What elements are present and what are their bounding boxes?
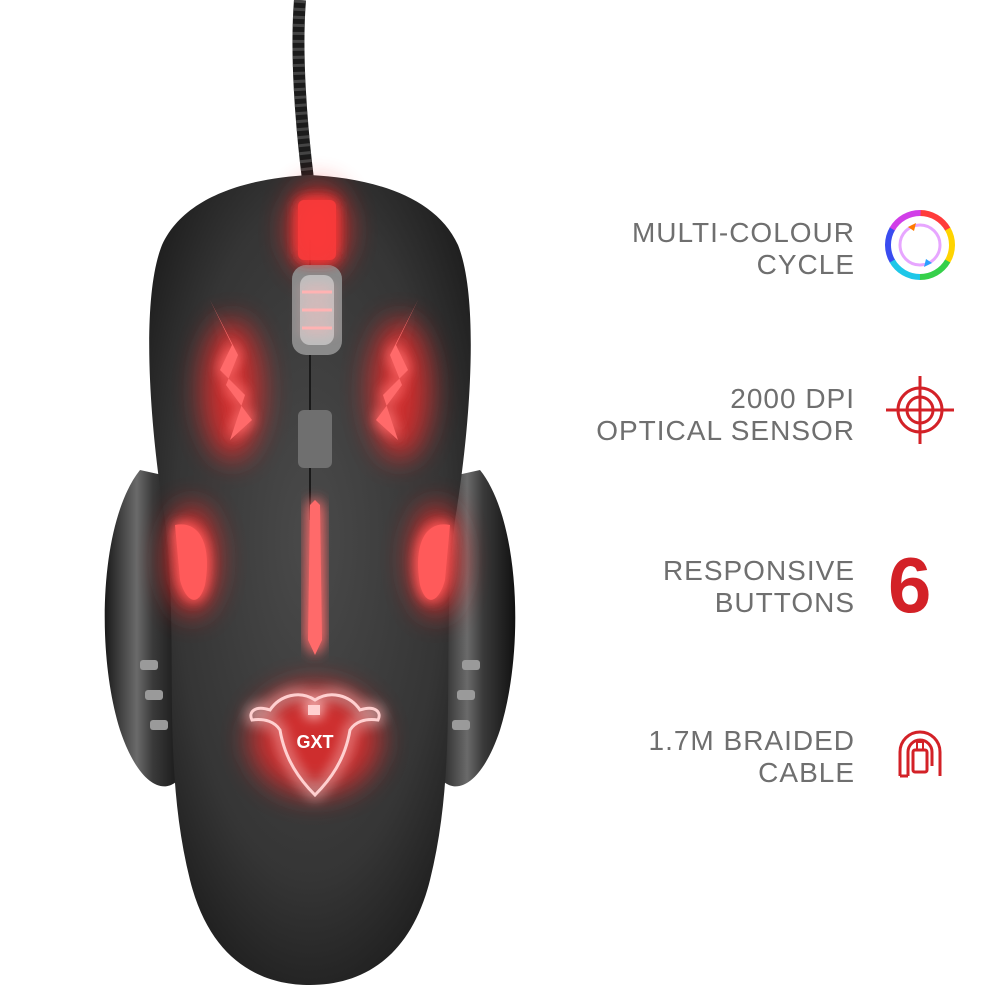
- dpi-button: [298, 410, 332, 468]
- button-count: 6: [888, 541, 932, 629]
- feature-dpi-sensor: 2000 DPI OPTICAL SENSOR: [596, 383, 855, 447]
- left-side-grip: [104, 470, 185, 787]
- usb-cable-icon: [898, 730, 942, 778]
- left-lightning-light: [210, 300, 252, 440]
- gxt-logo: [249, 693, 381, 798]
- feature-label-line: MULTI-COLOUR: [631, 217, 855, 248]
- feature-multi-colour-cycle: MULTI-COLOUR CYCLE: [632, 217, 855, 281]
- feature-label-line: RESPONSIVE: [662, 555, 855, 586]
- crosshair-icon: [886, 376, 954, 444]
- feature-label-line: CABLE: [758, 757, 855, 788]
- feature-label-line: 1.7M BRAIDED: [648, 725, 855, 756]
- rgb-cycle-icon: [885, 210, 955, 280]
- feature-label-line: CYCLE: [756, 249, 855, 280]
- feature-braided-cable: 1.7M BRAIDED CABLE: [649, 725, 856, 789]
- feature-label-line: BUTTONS: [714, 587, 855, 618]
- feature-responsive-buttons: RESPONSIVE BUTTONS: [663, 555, 855, 619]
- feature-label-line: 2000 DPI: [730, 383, 855, 414]
- gxt-logo-text: GXT: [296, 732, 333, 752]
- gaming-mouse-image: GXT: [104, 0, 516, 985]
- right-lightning-light: [376, 300, 418, 440]
- feature-label-line: OPTICAL SENSOR: [596, 415, 855, 446]
